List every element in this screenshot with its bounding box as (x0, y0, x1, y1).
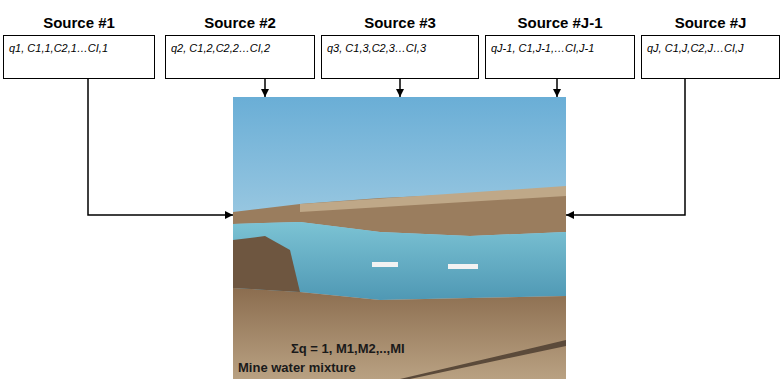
bank (233, 236, 300, 292)
source-title: Source #J-1 (466, 14, 654, 31)
source-values: q1, C1,1,C2,1…CI,1 (4, 36, 154, 54)
source-values: qJ, C1,J,C2,J…CI,J (642, 36, 779, 54)
flow-arrow (556, 79, 558, 97)
source-box: Source #2q2, C1,2,C2,2…CI,2 (165, 35, 315, 79)
flow-arrow (566, 79, 685, 215)
water (233, 222, 566, 300)
source-values: q2, C1,2,C2,2…CI,2 (166, 36, 314, 54)
float (372, 262, 398, 267)
flow-arrow (264, 79, 266, 97)
source-box: Source #J-1qJ-1, C1,J-1,…CI,J-1 (485, 35, 635, 79)
ground (233, 288, 566, 379)
source-box: Source #1q1, C1,1,C2,1…CI,1 (3, 35, 155, 79)
flow-arrow (88, 79, 233, 215)
source-box: Source #JqJ, C1,J,C2,J…CI,J (641, 35, 780, 79)
source-title: Source #3 (302, 14, 498, 31)
source-box: Source #3q3, C1,3,C2,3…CI,3 (321, 35, 479, 79)
source-values: qJ-1, C1,J-1,…CI,J-1 (486, 36, 634, 54)
mixture-formula: Σq = 1, M1,M2,..,MI (291, 341, 405, 356)
source-title: Source #1 (0, 14, 174, 31)
float (448, 264, 478, 269)
pipe (400, 340, 566, 379)
source-title: Source #J (622, 14, 781, 31)
source-title: Source #2 (146, 14, 334, 31)
mixture-photo: Σq = 1, M1,M2,..,MI Mine water mixture (233, 97, 566, 379)
pit-terrace (300, 186, 566, 212)
sky (233, 97, 566, 379)
mixture-label: Mine water mixture (238, 360, 356, 375)
source-values: q3, C1,3,C2,3…CI,3 (322, 36, 478, 54)
flow-arrow (399, 79, 401, 97)
